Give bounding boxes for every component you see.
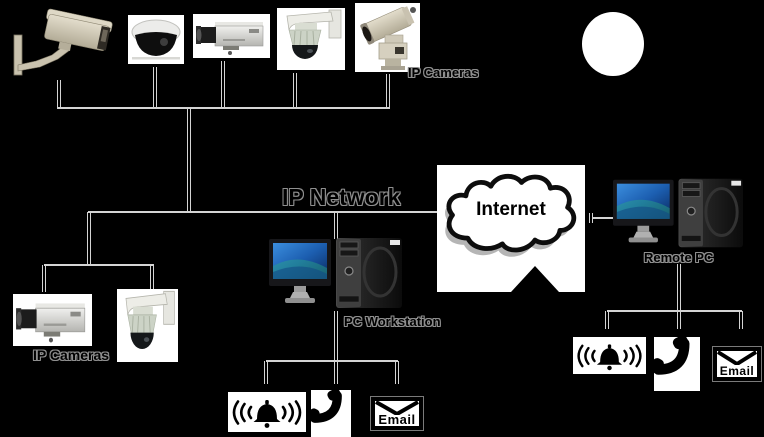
network-to-workstation-line [334, 213, 338, 239]
internet-to-remote-pc-line [592, 217, 616, 219]
ws-alarm-box [228, 392, 306, 432]
connector-ws-alarm [264, 361, 268, 384]
network-to-left-cameras-line [87, 212, 91, 264]
connector-r-email [739, 311, 743, 329]
bus-to-network-line [187, 108, 191, 211]
pc-workstation-label: PC Workstation [344, 314, 441, 329]
alarm-icon [232, 400, 302, 428]
left-ptz-camera-card [117, 289, 178, 362]
internet-label: Internet [476, 199, 546, 220]
ip-network-line [88, 211, 448, 213]
email-icon: Email [717, 351, 757, 377]
left-cameras-bus-line [44, 264, 154, 266]
connector-left-ptz-camera [150, 265, 154, 291]
connector-tick-left [589, 213, 593, 223]
workstation-alerts-bus-line [266, 360, 398, 362]
remote-pc-icon [612, 178, 744, 248]
box-camera-card [193, 14, 270, 58]
ptz-camera-card [277, 8, 345, 70]
connector-box-camera [221, 61, 225, 107]
r-email-box: Email [712, 346, 762, 382]
left-box-camera-card [13, 294, 92, 346]
connector-ws-email [395, 361, 399, 384]
pan-tilt-camera-icon [360, 6, 416, 70]
connector-ws-phone [334, 361, 338, 384]
white-circle [582, 12, 644, 76]
connector-bullet-camera [57, 80, 61, 107]
bullet-camera-icon [13, 8, 113, 76]
ws-phone-box [307, 388, 351, 437]
dome-camera-icon [131, 19, 181, 60]
top-camera-bus-line [57, 107, 390, 109]
phone-icon [307, 388, 342, 423]
alarm-icon [577, 344, 642, 371]
pc-workstation-icon [269, 238, 402, 308]
ws-email-box: Email [370, 396, 424, 431]
ptz-dome-camera-icon [286, 9, 342, 59]
remote-alerts-bus-line [607, 310, 742, 312]
connector-r-phone [677, 311, 681, 329]
pan-tilt-camera-card [355, 3, 420, 72]
email-label: Email [378, 412, 416, 426]
dome-camera-card [128, 15, 184, 64]
connector-dome-camera [153, 67, 157, 107]
connector-ptz-camera [293, 73, 297, 107]
remote-pc-label: Remote PC [644, 250, 714, 265]
ptz-dome-camera-icon [125, 290, 175, 350]
connector-r-alarm [605, 311, 609, 329]
r-alarm-box [573, 337, 646, 374]
workstation-to-alerts-line [334, 311, 338, 360]
panel-notch [511, 266, 559, 292]
connector-left-box-camera [42, 265, 46, 292]
internet-cloud-icon [445, 173, 577, 257]
ip-cameras-left-label: IP Cameras [33, 347, 110, 363]
email-label: Email [719, 364, 755, 377]
box-camera-icon [16, 303, 86, 343]
ip-cameras-top-label: IP Cameras [408, 65, 479, 80]
connector-pan-tilt-camera [386, 74, 390, 107]
ip-network-label: IP Network [282, 184, 401, 210]
email-icon: Email [375, 401, 419, 426]
internet-panel: Internet [437, 165, 585, 292]
r-phone-box [650, 335, 700, 391]
phone-icon [650, 335, 690, 375]
box-camera-icon [196, 22, 264, 55]
remote-pc-to-alerts-line [677, 264, 681, 310]
